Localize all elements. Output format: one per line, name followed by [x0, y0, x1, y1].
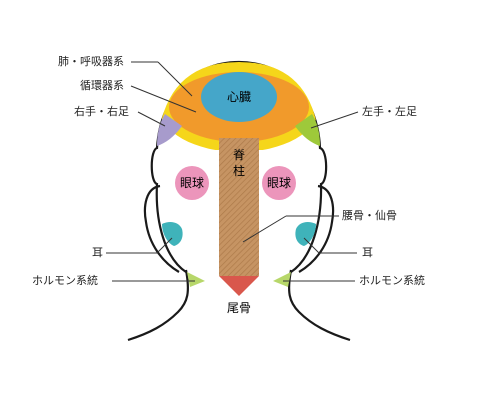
label-hormone-right: ホルモン系統	[359, 274, 425, 287]
neck-shoulder-right	[288, 269, 351, 342]
leader-circulatory	[130, 85, 197, 113]
eye-zone-right	[262, 166, 296, 200]
spine-label-char2: 柱	[233, 163, 245, 178]
label-ear-right: 耳	[362, 246, 373, 259]
left-hand-foot-zone	[295, 114, 320, 146]
tailbone-zone	[219, 276, 259, 296]
right-ear-outline	[298, 184, 335, 273]
label-lumbar-sacrum: 腰骨・仙骨	[342, 209, 397, 222]
spine-zone	[219, 138, 259, 276]
hormone-zone-right	[273, 272, 291, 287]
label-hormone-left: ホルモン系統	[32, 274, 98, 287]
leader-ear-left-diag	[156, 237, 173, 254]
ear-zone-right	[295, 221, 316, 246]
label-right-hand-foot: 右手・右足	[74, 105, 129, 118]
heart-label: 心臓	[227, 90, 251, 104]
eye-right-label: 眼球	[267, 176, 291, 190]
label-ear-left: 耳	[92, 246, 103, 259]
spine-label-char1: 脊	[233, 148, 245, 162]
tailbone-label: 尾骨	[227, 301, 251, 315]
label-left-hand-foot: 左手・左足	[362, 105, 417, 118]
leader-lumbar	[242, 215, 287, 243]
leader-ear-right-diag	[303, 237, 320, 254]
label-circulatory: 循環器系	[80, 79, 124, 92]
neck-shoulder-left	[127, 269, 189, 342]
left-ear-outline	[143, 184, 180, 273]
hormone-zone-left	[187, 272, 205, 287]
leader-right-hand-foot	[137, 111, 166, 127]
eye-left-label: 眼球	[180, 176, 204, 190]
leader-left-hand-foot	[310, 111, 359, 129]
ear-zone-left	[162, 221, 183, 246]
right-hand-foot-zone	[157, 114, 182, 146]
leader-lungs-diag	[157, 61, 193, 97]
label-lungs: 肺・呼吸器系	[58, 55, 124, 68]
heart-zone	[201, 72, 277, 122]
eye-zone-left	[175, 166, 209, 200]
